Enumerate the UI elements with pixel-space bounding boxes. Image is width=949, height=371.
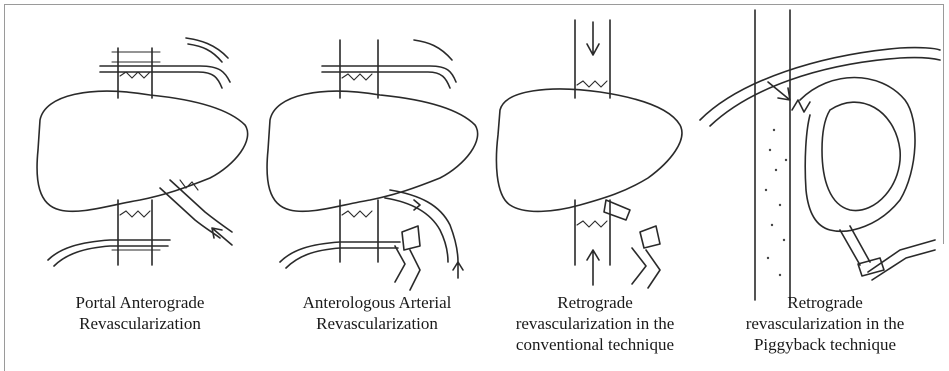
panel-2-caption: Anterologous Arterial Revascularization bbox=[262, 292, 492, 334]
panel-2-caption-line-1: Anterologous Arterial bbox=[262, 292, 492, 313]
panel-4-liver-sketch bbox=[700, 10, 940, 300]
panel-2-caption-line-2: Revascularization bbox=[262, 313, 492, 334]
panel-4-caption-line-2: revascularization in the bbox=[710, 313, 940, 334]
panel-4-caption-line-1: Retrograde bbox=[710, 292, 940, 313]
panel-4-caption: Retrograde revascularization in the Pigg… bbox=[710, 292, 940, 355]
panel-3-liver-sketch bbox=[496, 20, 682, 288]
panel-3-caption-line-1: Retrograde bbox=[480, 292, 710, 313]
panel-1-caption-line-1: Portal Anterograde bbox=[25, 292, 255, 313]
panel-2-liver-sketch bbox=[267, 40, 478, 290]
panel-1-liver-sketch bbox=[37, 38, 248, 266]
panel-3-caption-line-3: conventional technique bbox=[480, 334, 710, 355]
panel-3-caption: Retrograde revascularization in the conv… bbox=[480, 292, 710, 355]
panel-1-caption: Portal Anterograde Revascularization bbox=[25, 292, 255, 334]
panel-1-caption-line-2: Revascularization bbox=[25, 313, 255, 334]
panel-4-caption-line-3: Piggyback technique bbox=[710, 334, 940, 355]
panel-3-caption-line-2: revascularization in the bbox=[480, 313, 710, 334]
